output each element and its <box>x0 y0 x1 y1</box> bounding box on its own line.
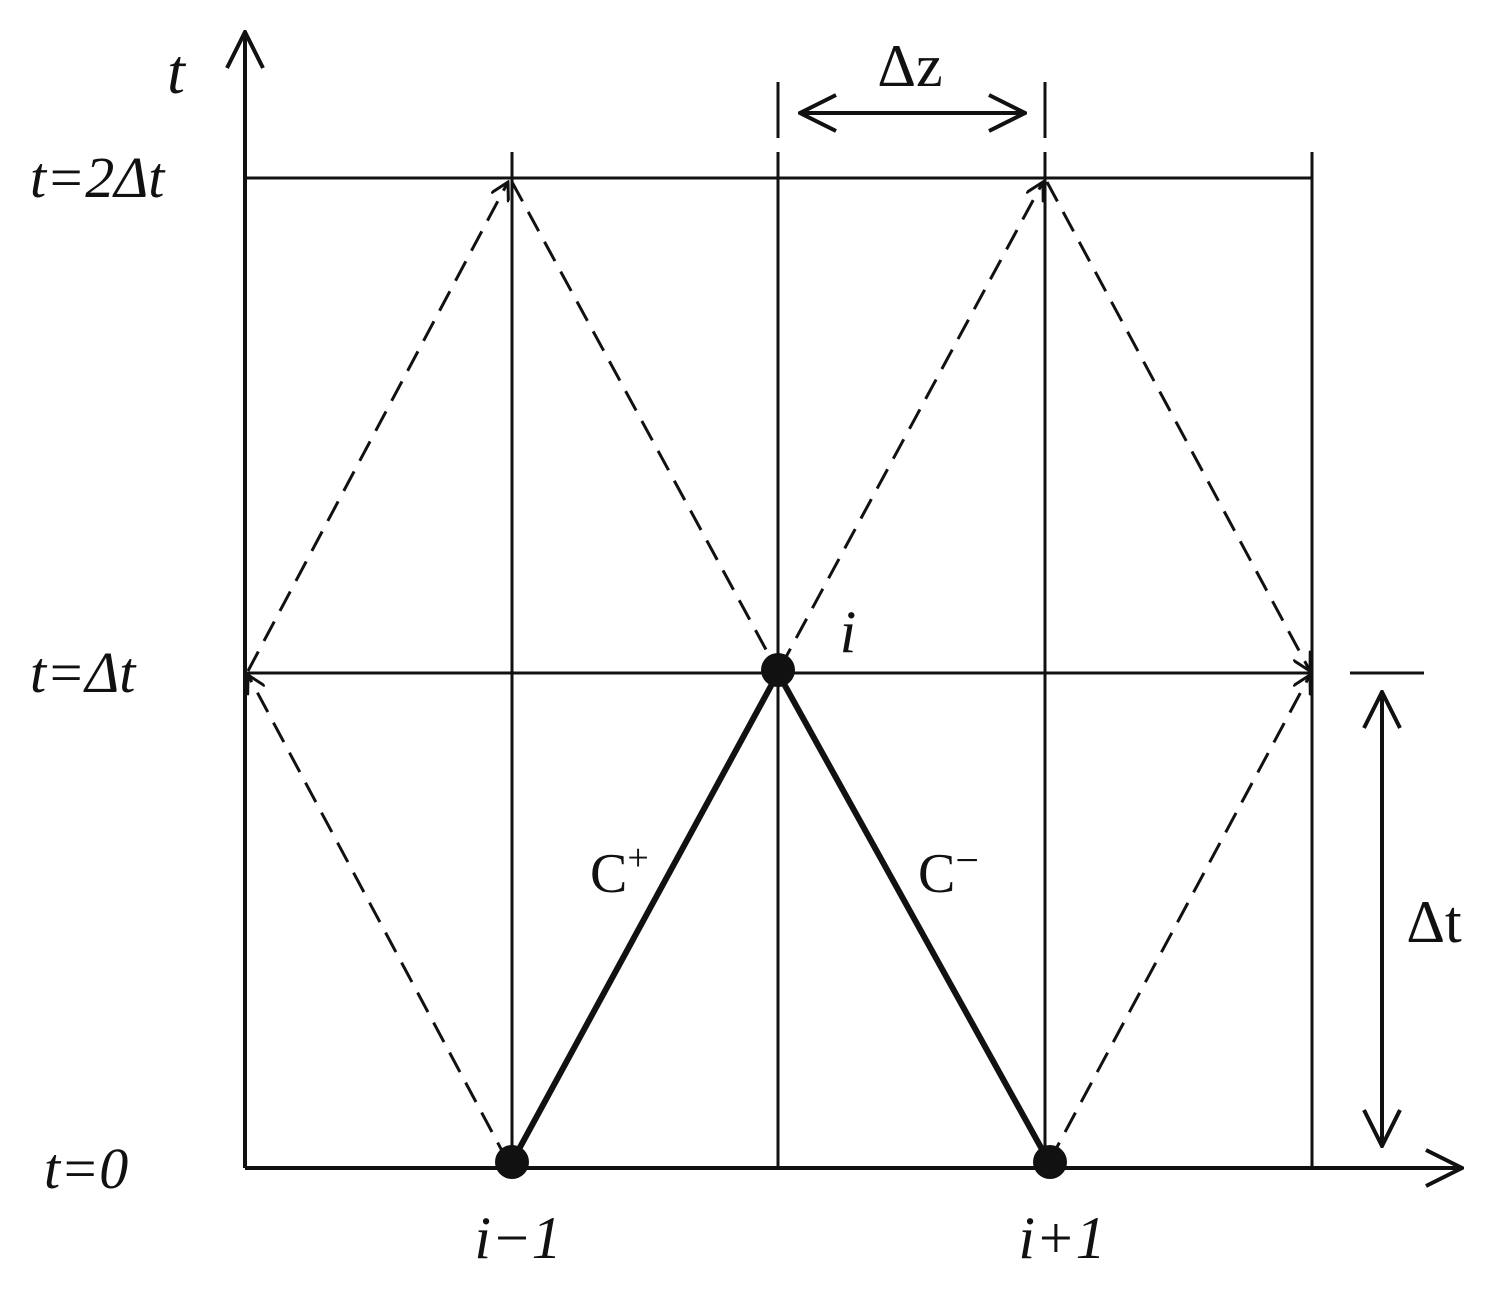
node-label-i: i <box>840 599 857 665</box>
time-label-dt: t=Δt <box>30 640 137 705</box>
c-plus-label: C+ <box>590 837 649 905</box>
node-i-minus-1-dot <box>495 1145 529 1179</box>
node-i-plus-1-dot <box>1033 1145 1067 1179</box>
t-axis-label: t <box>167 36 187 107</box>
c-minus-characteristic <box>775 671 1052 1164</box>
dt-label: Δt <box>1406 889 1462 955</box>
node-label-i-minus-1: i−1 <box>474 1205 561 1271</box>
c-minus-label: C− <box>918 838 979 905</box>
time-label-0: t=0 <box>44 1136 128 1201</box>
dashed-characteristics <box>248 182 1310 1163</box>
node-i-dot <box>761 653 795 687</box>
dz-label: Δz <box>877 33 942 99</box>
time-label-2dt: t=2Δt <box>30 145 166 210</box>
node-label-i-plus-1: i+1 <box>1018 1205 1105 1271</box>
c-plus-characteristic <box>509 671 781 1164</box>
